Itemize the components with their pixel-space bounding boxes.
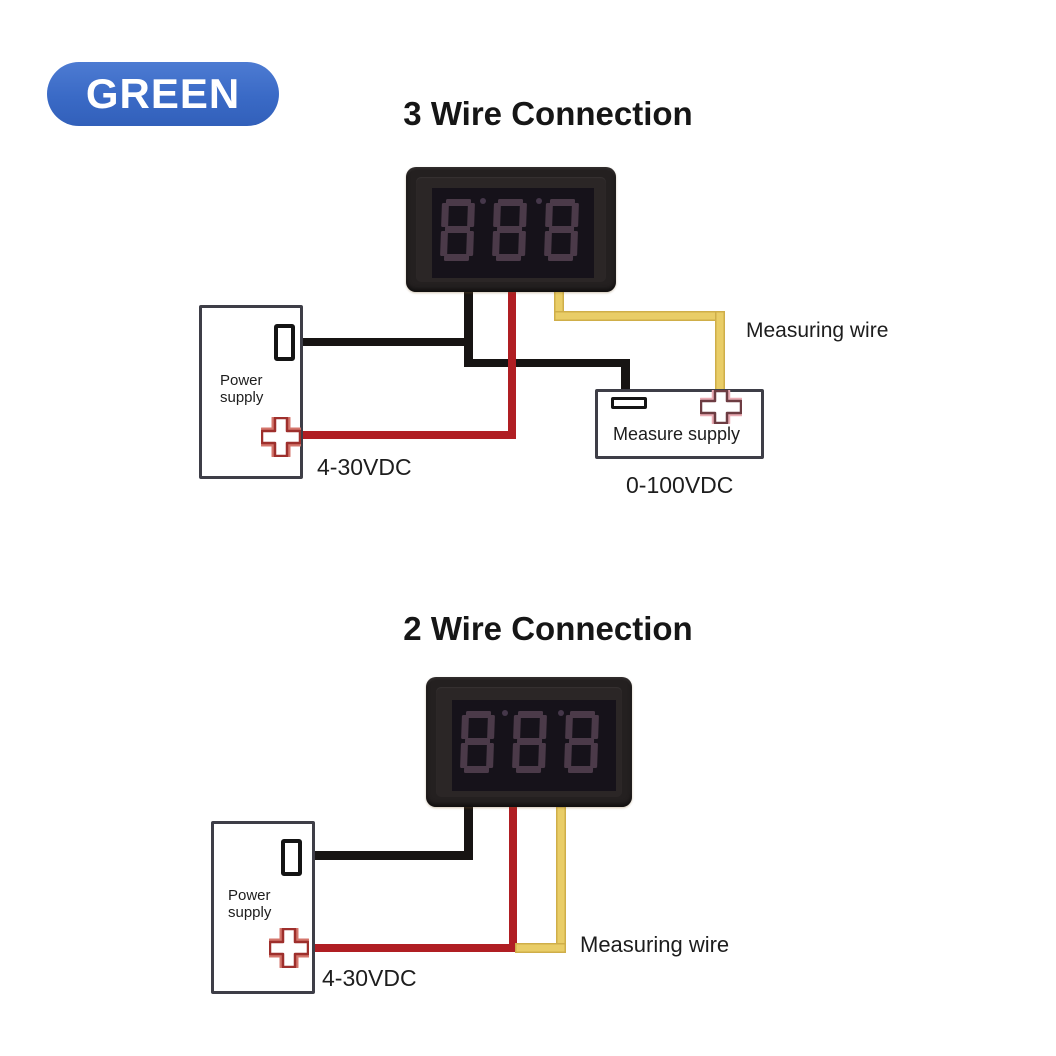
top-black-wire-down-to-measure-minus (621, 359, 630, 397)
top-diagram-title: 3 Wire Connection (403, 95, 693, 132)
measure-supply-voltage-label: 0-100VDC (626, 472, 734, 498)
bottom-red-wire-vertical (509, 806, 517, 952)
bottom-yellow-wire-horizontal (515, 943, 566, 953)
seven-segment-digit (440, 199, 475, 261)
seven-segment-digit (460, 711, 495, 773)
bottom-power-voltage-label: 4-30VDC (322, 965, 417, 991)
brand-badge: GREEN (47, 62, 279, 126)
voltmeter-top-display (432, 188, 594, 278)
bottom-measuring-wire-label: Measuring wire (580, 932, 730, 957)
voltmeter-bottom-display (452, 700, 616, 791)
top-yellow-wire-vertical-2 (715, 311, 725, 395)
decimal-dot-icon (502, 710, 508, 716)
top-black-wire-vertical (464, 290, 473, 367)
top-power-supply-label: Power supply (220, 372, 264, 406)
seven-segment-digit (564, 711, 599, 773)
bottom-diagram-title: 2 Wire Connection (403, 610, 693, 647)
top-red-wire-vertical (508, 290, 516, 438)
measure-supply-label: Measure supply (612, 424, 741, 444)
decimal-dot-icon (536, 198, 542, 204)
seven-segment-digit (512, 711, 547, 773)
decimal-dot-icon (558, 710, 564, 716)
minus-terminal-icon (274, 324, 295, 361)
seven-segment-digit (492, 199, 527, 261)
voltmeter-bottom (426, 677, 632, 807)
plus-terminal-icon (700, 390, 742, 424)
top-power-voltage-label: 4-30VDC (317, 454, 412, 480)
decimal-dot-icon (480, 198, 486, 204)
top-measuring-wire-label: Measuring wire (746, 319, 889, 342)
top-red-wire-to-power-plus (299, 431, 516, 439)
minus-terminal-icon (611, 397, 647, 409)
voltmeter-top (406, 167, 616, 292)
minus-terminal-icon (281, 839, 302, 876)
plus-terminal-icon (269, 928, 309, 968)
top-black-wire-to-power-minus (287, 338, 468, 346)
top-black-wire-to-measure (464, 359, 630, 367)
brand-badge-label: GREEN (85, 70, 241, 117)
bottom-black-wire-vertical (464, 806, 473, 860)
top-yellow-wire-horizontal (554, 311, 725, 321)
seven-segment-digit (544, 199, 579, 261)
bottom-power-supply-label: Power supply (228, 887, 272, 921)
top-yellow-wire-vertical-1 (554, 290, 564, 320)
bottom-red-wire-to-power-plus (305, 944, 517, 952)
plus-terminal-icon (261, 417, 301, 457)
bottom-black-wire-to-power-minus (303, 851, 473, 860)
bottom-yellow-wire-vertical (556, 806, 566, 953)
